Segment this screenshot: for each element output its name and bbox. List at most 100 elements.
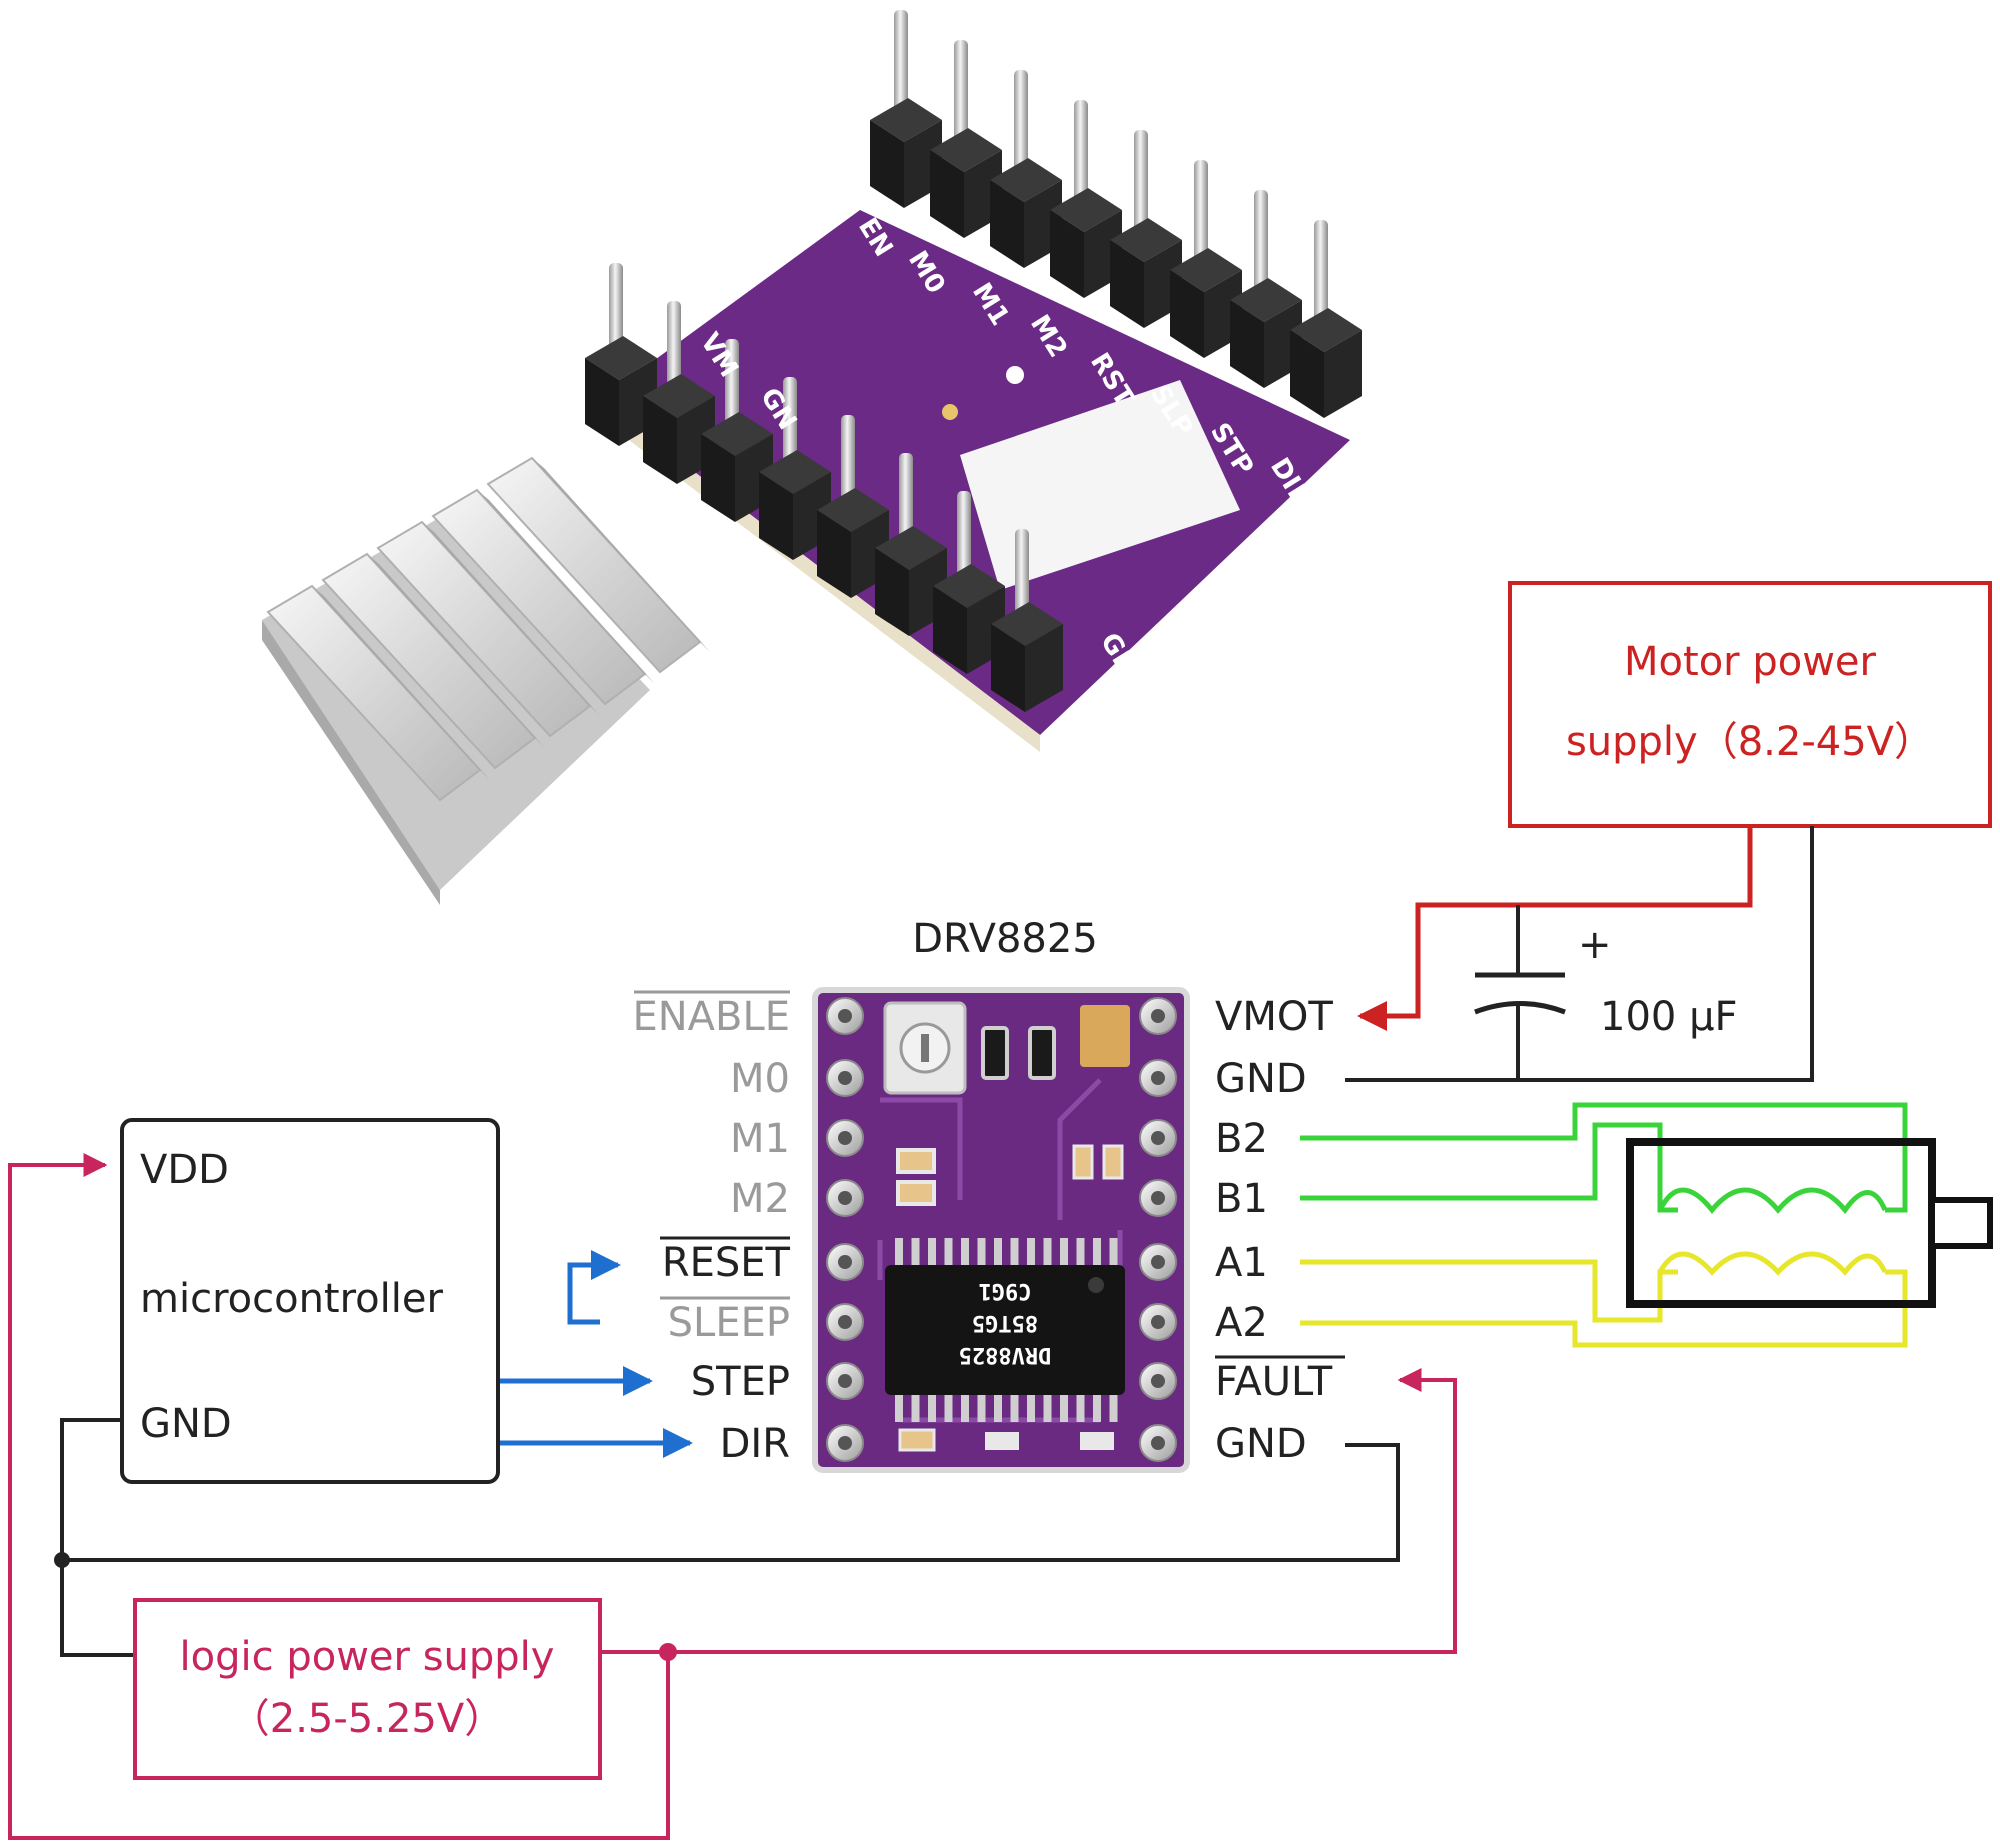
logic-junction-dot: [659, 1643, 677, 1661]
logic-vdd-wire: [8, 1153, 670, 1840]
smd-capacitor-icon: [1080, 1005, 1130, 1067]
header-pin-top: [1050, 100, 1122, 298]
chip-leg: [1093, 1392, 1101, 1422]
chip-leg: [928, 1392, 936, 1422]
drv8825-module: C9G1 85TG5 DRV8825: [812, 987, 1190, 1473]
chip-leg: [911, 1392, 920, 1422]
pin-hole: [838, 1191, 852, 1205]
left-pin-label: M1: [730, 1116, 790, 1162]
chip-leg: [994, 1238, 1002, 1268]
header-pin-front: [933, 491, 1005, 674]
chip-leg: [977, 1238, 986, 1268]
white-chip-area: [960, 380, 1240, 590]
capacitor-icon: [1474, 905, 1566, 1080]
chip-leg: [1060, 1238, 1068, 1268]
stepper-motor-icon: [1300, 1102, 1993, 1348]
header-pin-front: [701, 339, 773, 522]
chip-leg: [961, 1392, 969, 1422]
header-pin-front: [643, 301, 715, 484]
chip-leg: [895, 1392, 903, 1422]
chip-leg: [895, 1238, 903, 1268]
pin-hole: [838, 1071, 852, 1085]
right-pin-label: GND: [1215, 1056, 1307, 1102]
pin-hole: [1151, 1009, 1165, 1023]
fault-pullup-wire: [600, 1368, 1457, 1654]
motor-power-voltage-label: supply（8.2-45V）: [1566, 719, 1934, 765]
chip-leg: [1076, 1238, 1085, 1268]
chip-marking-line2: 85TG5: [972, 1310, 1038, 1335]
mcu-name-label: microcontroller: [140, 1276, 443, 1322]
chip-leg: [1109, 1238, 1118, 1268]
smd-component-icon: [985, 1432, 1019, 1450]
smd-component-icon: [896, 1148, 936, 1174]
heatsink-fin-edge: [312, 586, 490, 780]
right-pin-label: A2: [1215, 1300, 1268, 1346]
pin-hole: [1151, 1071, 1165, 1085]
header-pin-top: [1110, 130, 1182, 328]
chip-leg: [1027, 1238, 1035, 1268]
pin-hole: [1151, 1191, 1165, 1205]
chip-leg: [1043, 1392, 1052, 1422]
module-title: DRV8825: [912, 916, 1098, 962]
pin-hole: [838, 1436, 852, 1450]
chip-leg: [977, 1392, 986, 1422]
motor-power-label: Motor power: [1624, 639, 1876, 685]
capacitor-polarity-label: +: [1578, 922, 1612, 968]
pin-hole: [838, 1315, 852, 1329]
left-pin-label: RESET: [662, 1240, 791, 1286]
left-pin-label: STEP: [691, 1359, 790, 1405]
smd-component-icon: [1102, 1144, 1124, 1180]
smd-component-icon: [1072, 1144, 1094, 1180]
heatsink-fin-edge: [477, 490, 655, 684]
chip-marking-line1: C9G1: [979, 1278, 1032, 1303]
left-pin-label: M2: [730, 1176, 790, 1222]
left-pin-label: DIR: [720, 1421, 790, 1467]
header-pin-front: [585, 263, 657, 446]
via-pad: [1006, 366, 1024, 384]
smd-component-icon: [896, 1180, 936, 1206]
heatsink-fin-edge: [422, 522, 600, 716]
heatsink-image: [262, 456, 710, 905]
logic-power-supply-box: logic power supply （2.5-5.25V）: [133, 1598, 602, 1780]
left-pin-label: ENABLE: [632, 994, 790, 1040]
via-pad: [942, 404, 958, 420]
pin-hole: [838, 1131, 852, 1145]
chip-leg: [1060, 1392, 1068, 1422]
potentiometer-icon: [883, 1001, 967, 1095]
smd-component-icon: [898, 1428, 936, 1452]
logic-power-voltage-label: （2.5-5.25V）: [230, 1696, 504, 1742]
right-pin-label: A1: [1215, 1240, 1268, 1286]
sense-resistor-icon: [981, 1026, 1009, 1080]
pin-hole: [1151, 1315, 1165, 1329]
ground-bus-wire: [62, 1443, 1400, 1562]
chip-leg: [944, 1392, 953, 1422]
pin-hole: [838, 1374, 852, 1388]
header-pin-top: [1290, 220, 1362, 418]
smd-component-icon: [1080, 1432, 1114, 1450]
pin-hole: [1151, 1131, 1165, 1145]
pin-hole: [1151, 1374, 1165, 1388]
chip-leg: [1043, 1238, 1052, 1268]
motor-power-supply-box: Motor power supply（8.2-45V）: [1508, 581, 1992, 828]
logic-power-label: logic power supply: [180, 1634, 555, 1680]
pin-hole: [1151, 1436, 1165, 1450]
right-pin-label: VMOT: [1215, 994, 1333, 1040]
chip-leg: [1109, 1392, 1118, 1422]
chip-leg: [911, 1238, 920, 1268]
pin-hole: [838, 1255, 852, 1269]
chip-leg: [1010, 1392, 1019, 1422]
pin-hole: [838, 1009, 852, 1023]
header-pin-top: [1230, 190, 1302, 388]
chip-leg: [1093, 1238, 1101, 1268]
right-pin-label: FAULT: [1215, 1359, 1333, 1405]
mcu-gnd-label: GND: [140, 1401, 232, 1447]
mcu-vdd-label: VDD: [140, 1147, 229, 1193]
chip-leg: [928, 1238, 936, 1268]
chip-leg: [944, 1238, 953, 1268]
chip-leg: [1010, 1238, 1019, 1268]
left-pin-label: M0: [730, 1056, 790, 1102]
drv8825-chip-icon: C9G1 85TG5 DRV8825: [885, 1238, 1125, 1422]
capacitor-value-label: 100 µF: [1600, 994, 1738, 1040]
